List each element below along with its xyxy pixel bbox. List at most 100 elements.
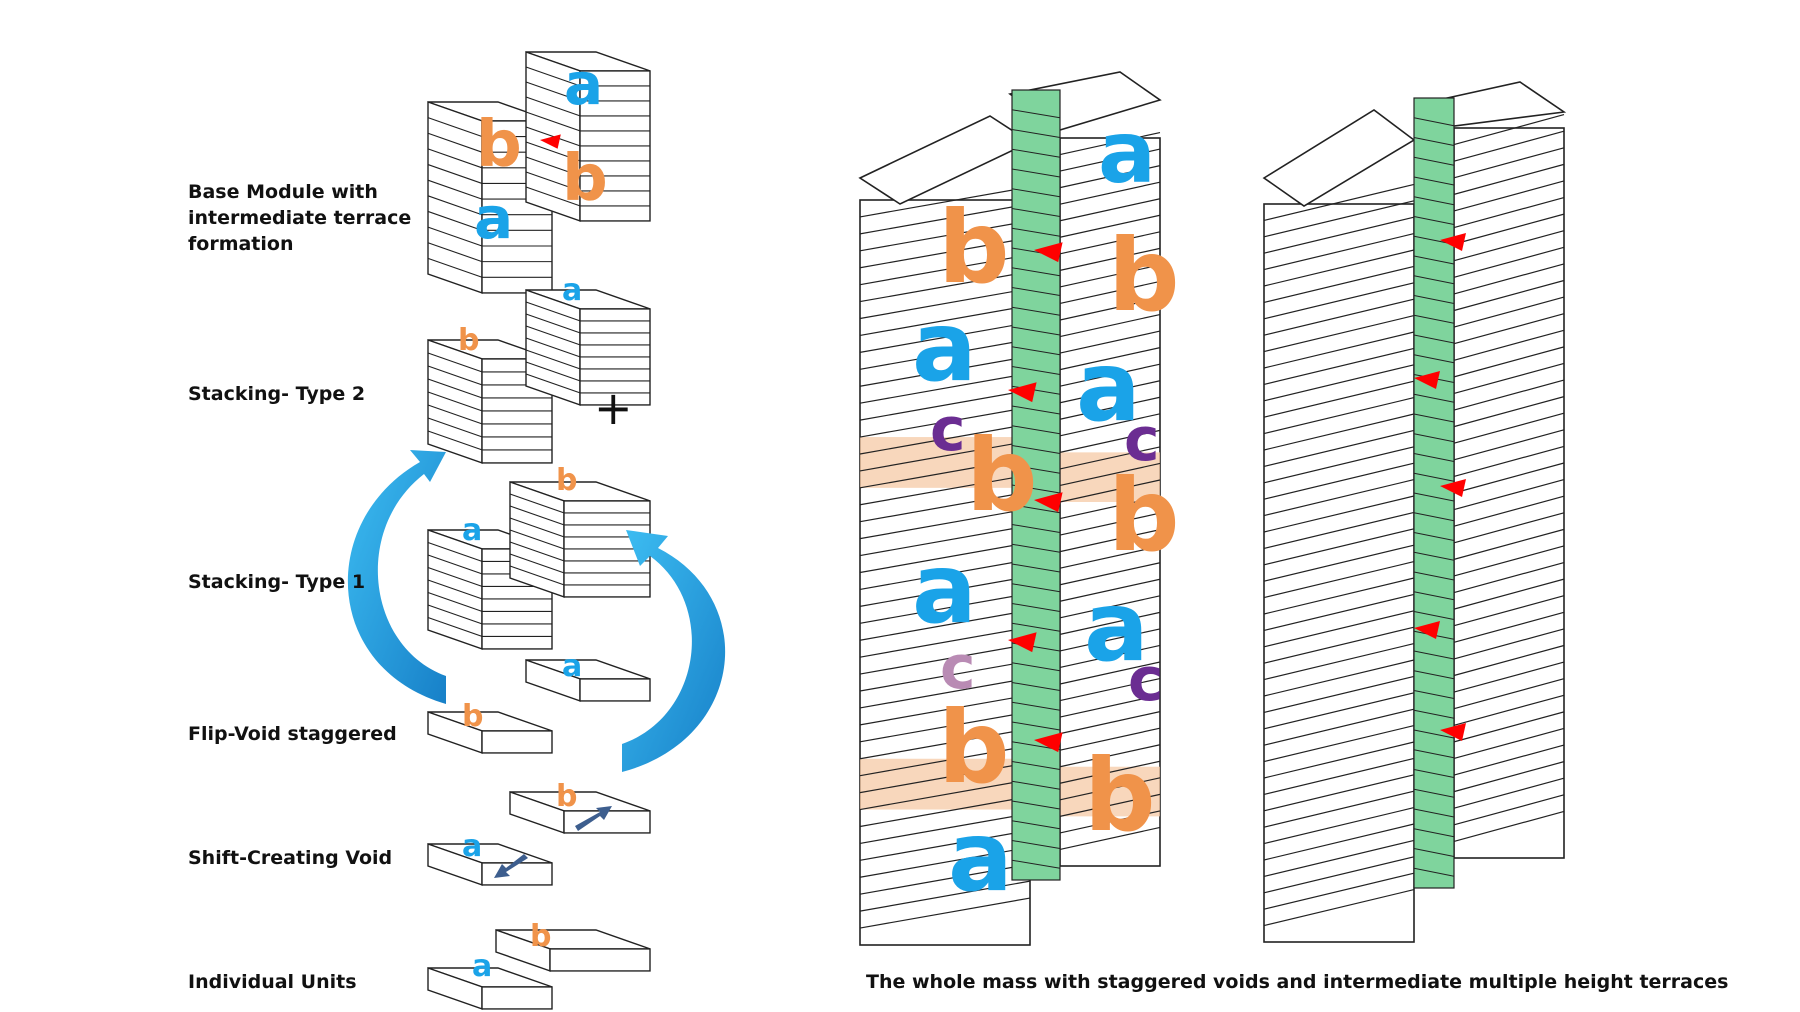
floor-line [1263,413,1415,451]
floor-line [525,186,581,207]
floor-line [427,148,483,169]
floor-line [1059,495,1161,520]
floor-line [859,694,1031,726]
floor-line [1453,412,1565,444]
floor-line [1263,889,1415,927]
floor-line [509,529,565,550]
terrace-floor-line [1011,583,1061,593]
flip-letter-b: b [462,699,483,734]
base-letter-b-right: b [562,142,608,216]
floor-line [1059,413,1161,437]
terrace-floor-line [1011,346,1061,356]
terrace-floor-line [1413,690,1455,699]
floor-line [427,604,483,625]
floor-line [1453,628,1565,660]
floor-line [427,591,483,612]
terrace-floor-line [1011,622,1061,632]
floor-line [859,745,1031,777]
floor-line [1263,675,1415,713]
floor-line [1453,578,1565,610]
floor-line [1263,856,1415,894]
floor-line [1453,727,1565,760]
floor-line [1453,495,1565,527]
terrace-floor-line [1011,445,1061,454]
floor-line [859,220,1031,252]
floor-line [1059,131,1161,156]
floor-line [1263,528,1415,566]
whole-mass-caption: The whole mass with staggered voids and … [866,971,1728,993]
plain-left-cap [1262,109,1416,207]
box-side [579,678,651,702]
terrace-floor-line [1011,701,1061,711]
floor-line [859,203,1031,235]
composite-tower-right [1059,131,1161,867]
composite-letter-a3: a [1076,331,1141,443]
terrace-floor-line [1413,472,1455,482]
floor-line [1059,330,1161,354]
composite-tower-left [859,186,1031,946]
floor-line [1263,183,1415,221]
terrace-floor-line [1011,484,1061,494]
floor-line [1263,233,1415,271]
floor-line [859,795,1031,828]
floor-line [859,186,1031,218]
floor-line [427,417,483,438]
floor-line [859,474,1031,506]
terrace-floor-line [1011,366,1061,375]
terrace-floor-line [1011,287,1061,296]
floor-line [1453,362,1565,395]
floor-line [1263,643,1415,681]
floor-line [1453,313,1565,345]
tower-body [859,199,1031,946]
terrace-floor-line [1011,227,1061,237]
composite-letter-b2: b [1108,217,1180,334]
floor-line [1453,130,1565,162]
base-module-label-line3: formation [188,233,293,255]
stack2-block-right [525,289,651,406]
floor-line [1059,396,1161,420]
floor-line [525,349,581,370]
plain-terrace-marker-2 [1440,479,1466,497]
base-module-label-line1: Base Module with [188,181,378,203]
terrace-floor-line [1011,109,1061,119]
floor-line [525,156,581,177]
terrace-floor-line [1413,571,1455,581]
floor-line [1263,364,1415,402]
floor-line [1059,595,1161,619]
terrace-floor-line [1413,255,1455,265]
floor-line [509,493,565,514]
terrace-floor-line [1011,524,1061,533]
floor-line [1453,545,1565,577]
floor-line [1263,446,1415,484]
floor-line [427,554,483,575]
floor-line [859,626,1031,658]
composite-letter-b6: b [1084,737,1156,854]
floor-line [1059,429,1161,453]
floor-line [1263,200,1415,238]
floor-line [1263,495,1415,533]
composite-letter-c1: c [930,395,966,465]
floor-line [1059,628,1161,652]
floor-line [525,111,581,132]
individual-letter-b: b [530,919,551,954]
floor-line [1263,692,1415,730]
terrace-floor-line [1011,208,1061,217]
composite-terrace-marker-0 [1034,242,1063,263]
terrace-floor-line [1413,512,1455,522]
composite-letter-b1: b [938,189,1010,306]
shift-letter-a: a [462,829,482,864]
floor-line [1059,793,1161,817]
floor-line [1059,280,1161,305]
floor-line [859,287,1031,320]
floor-line [1453,678,1565,710]
floor-line [525,361,581,382]
floor-line [427,378,483,399]
plus-sign-icon: + [594,381,633,435]
floor-line [427,404,483,425]
floor-line [1059,347,1161,371]
floor-line [1263,725,1415,763]
floor-line [1059,313,1161,338]
floor-line [525,337,581,358]
floor-line [1263,315,1415,353]
floor-line [1453,263,1565,295]
